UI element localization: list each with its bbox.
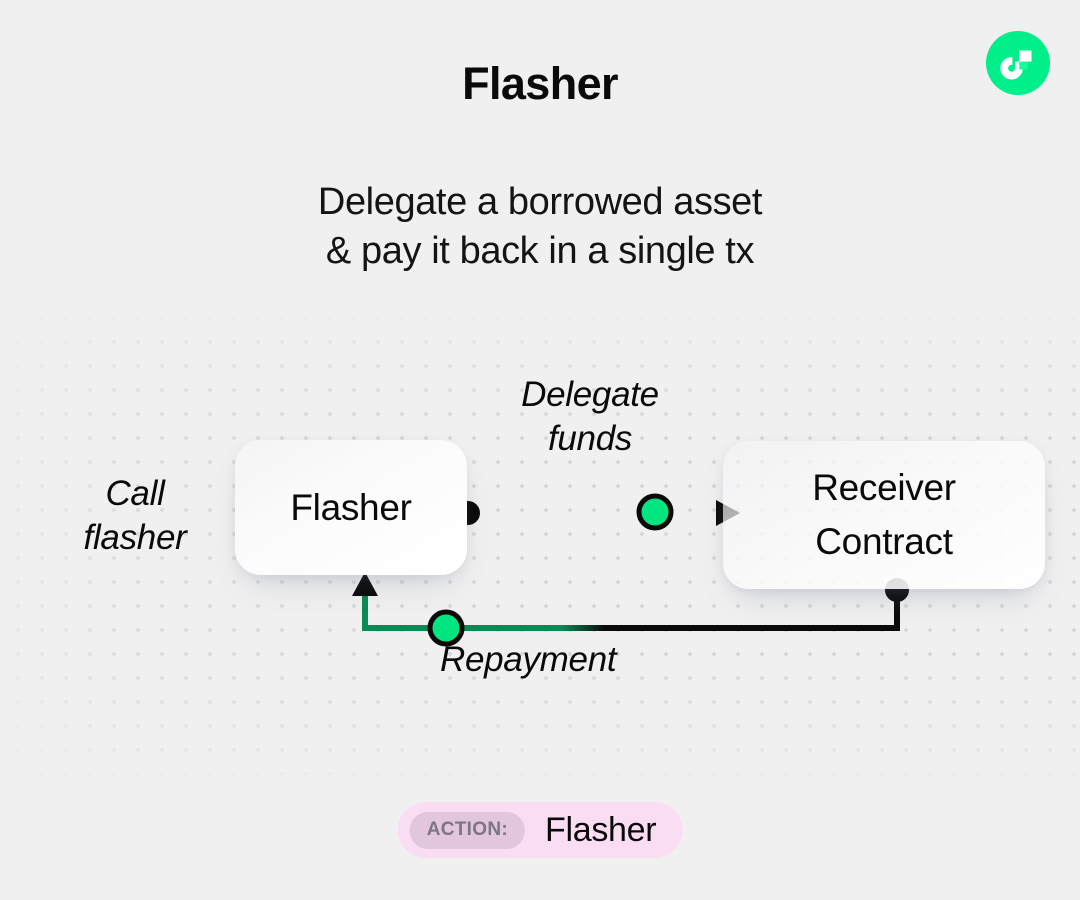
action-badge-tag: ACTION: [409, 811, 525, 849]
subtitle-line-2: & pay it back in a single tx [325, 230, 755, 272]
edge-label-repayment: Repayment [440, 640, 617, 679]
flow-logo-icon [986, 31, 1050, 95]
edge-repayment [352, 572, 909, 647]
edge-repayment-token-dot [427, 609, 465, 647]
edge-label-call-flasher: Call flasher [83, 474, 187, 557]
edge-label-delegate-funds: Delegate funds [521, 375, 659, 458]
edge-delegate-token-dot [636, 493, 674, 531]
diagram-node-receiver-contract-label: Receiver Contract [812, 467, 956, 562]
edge-delegate-funds [456, 493, 740, 531]
diagram-node-receiver-contract[interactable]: Receiver Contract [723, 441, 1045, 589]
diagram-node-flasher-label: Flasher [290, 486, 412, 528]
action-badge[interactable]: ACTION: Flasher [397, 802, 683, 858]
edge-repayment-line [362, 592, 900, 631]
subtitle-line-1: Delegate a borrowed asset [317, 181, 763, 223]
diagram-node-flasher[interactable]: Flasher [235, 440, 467, 575]
page-title: Flasher [462, 58, 618, 109]
edge-repayment-arrowhead [352, 572, 378, 596]
page-subtitle: Delegate a borrowed asset & pay it back … [0, 178, 1080, 276]
action-badge-value: Flasher [544, 810, 657, 849]
